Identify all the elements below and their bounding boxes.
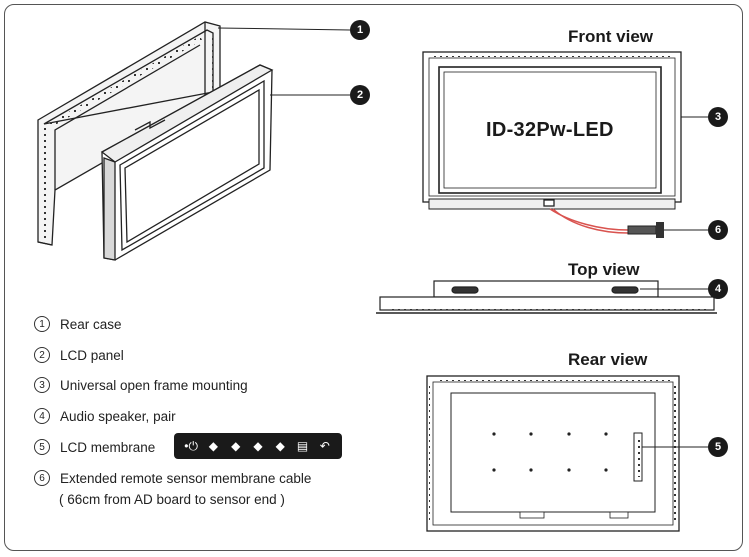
indicator-power-icon: •⏻ — [184, 438, 198, 453]
legend-number: 4 — [34, 408, 50, 424]
legend-item-mounting: 3 Universal open frame mounting — [34, 377, 248, 393]
lcd-panel-drawing — [100, 64, 274, 261]
legend-number: 3 — [34, 377, 50, 393]
rear-view-title: Rear view — [568, 350, 648, 369]
callout-3: 3 — [708, 107, 728, 127]
legend-number: 2 — [34, 347, 50, 363]
legend-number: 5 — [34, 439, 50, 455]
lcd-membrane-keypad: •⏻ ◆ ◆ ◆ ◆ ▤ ↶ — [174, 433, 342, 459]
remote-sensor-cable — [549, 208, 664, 238]
legend-label: Universal open frame mounting — [60, 377, 248, 393]
legend-item-speaker: 4 Audio speaker, pair — [34, 408, 176, 424]
front-view-title: Front view — [568, 27, 654, 46]
right-arrow-icon: ◆ — [231, 439, 241, 453]
rear-case-drawing — [37, 21, 221, 246]
up-arrow-icon: ◆ — [253, 439, 263, 453]
front-view-drawing — [422, 51, 682, 210]
legend-label: Extended remote sensor membrane cable — [60, 470, 312, 486]
callout-5: 5 — [708, 437, 728, 457]
legend-label: Rear case — [60, 316, 122, 332]
legend-item-membrane: 5 LCD membrane — [34, 439, 155, 455]
callout-6: 6 — [708, 220, 728, 240]
legend-item-lcd-panel: 2 LCD panel — [34, 347, 124, 363]
left-arrow-icon: ◆ — [208, 439, 219, 453]
rear-view-drawing — [426, 375, 680, 532]
model-name: ID-32Pw-LED — [486, 119, 614, 141]
return-icon: ↶ — [319, 439, 330, 453]
diagram-frame — [4, 4, 743, 551]
legend-label: Audio speaker, pair — [60, 408, 176, 424]
down-arrow-icon: ◆ — [275, 439, 285, 453]
callout-2: 2 — [350, 85, 370, 105]
legend-item-sensor-cable: 6 Extended remote sensor membrane cable — [34, 470, 311, 486]
legend-number: 1 — [34, 316, 50, 332]
legend-label: LCD membrane — [60, 439, 156, 455]
callout-1: 1 — [350, 20, 370, 40]
legend-number: 6 — [34, 470, 50, 486]
legend-item-rear-case: 1 Rear case — [34, 316, 122, 332]
legend-label: LCD panel — [60, 347, 124, 363]
callout-4: 4 — [708, 279, 728, 299]
top-view-drawing — [376, 280, 717, 314]
menu-icon: ▤ — [296, 439, 309, 453]
legend-cable-note: ( 66cm from AD board to sensor end ) — [59, 492, 285, 507]
top-view-title: Top view — [568, 260, 640, 279]
